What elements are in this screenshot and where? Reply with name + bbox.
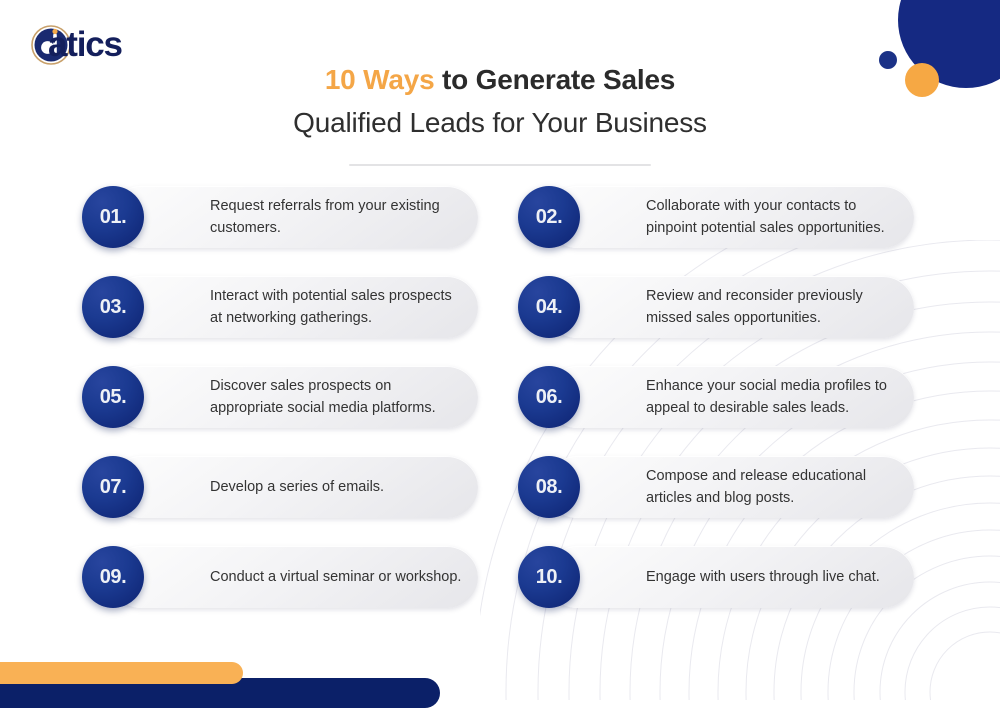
tip-number-badge: 05.	[82, 366, 144, 428]
tip-pill: Review and reconsider previously missed …	[546, 276, 914, 338]
tip-text: Request referrals from your existing cus…	[210, 197, 440, 236]
tip-number-badge: 01.	[82, 186, 144, 248]
decor-orange-circle	[905, 63, 939, 97]
tip-pill: Compose and release educational articles…	[546, 456, 914, 518]
list-item[interactable]: Conduct a virtual seminar or workshop. 0…	[82, 546, 478, 608]
page-title-accent: 10 Ways	[324, 64, 435, 95]
tip-pill: Discover sales prospects on appropriate …	[110, 366, 478, 428]
brand-logo[interactable]: atics	[30, 22, 123, 66]
tip-text: Review and reconsider previously missed …	[646, 287, 863, 326]
decor-navy-dot-small	[879, 51, 897, 69]
footer-bar-orange	[0, 662, 243, 684]
tip-number: 05.	[99, 385, 127, 408]
tip-number: 07.	[99, 475, 127, 498]
list-item[interactable]: Request referrals from your existing cus…	[82, 186, 478, 248]
tip-number: 10.	[535, 565, 563, 588]
tip-text: Interact with potential sales prospects …	[210, 287, 452, 326]
list-item[interactable]: Compose and release educational articles…	[518, 456, 914, 518]
tip-text: Discover sales prospects on appropriate …	[210, 377, 436, 416]
tip-pill: Request referrals from your existing cus…	[110, 186, 478, 248]
tip-number-badge: 10.	[518, 546, 580, 608]
tip-number: 06.	[535, 385, 563, 408]
tip-number: 03.	[99, 295, 127, 318]
tip-number-badge: 07.	[82, 456, 144, 518]
tip-number: 02.	[535, 205, 563, 228]
list-item[interactable]: Collaborate with your contacts to pinpoi…	[518, 186, 914, 248]
tip-pill: Develop a series of emails.	[110, 456, 478, 518]
tip-text: Engage with users through live chat.	[646, 568, 880, 585]
tip-text: Develop a series of emails.	[210, 478, 385, 495]
tip-number-badge: 06.	[518, 366, 580, 428]
list-item[interactable]: Enhance your social media profiles to ap…	[518, 366, 914, 428]
tip-pill: Interact with potential sales prospects …	[110, 276, 478, 338]
page-title-line1: 10 Ways to Generate Sales	[0, 62, 1000, 97]
tip-text: Enhance your social media profiles to ap…	[646, 377, 887, 416]
tip-pill: Collaborate with your contacts to pinpoi…	[546, 186, 914, 248]
tips-list: Request referrals from your existing cus…	[82, 186, 914, 608]
tip-text: Compose and release educational articles…	[646, 467, 867, 506]
title-divider	[349, 164, 651, 166]
tip-pill: Enhance your social media profiles to ap…	[546, 366, 914, 428]
page-title-line2: Qualified Leads for Your Business	[293, 107, 707, 138]
list-item[interactable]: Interact with potential sales prospects …	[82, 276, 478, 338]
tip-number: 01.	[99, 205, 127, 228]
tip-pill: Engage with users through live chat.	[546, 546, 914, 608]
tip-text: Collaborate with your contacts to pinpoi…	[646, 197, 885, 236]
page-title: 10 Ways to Generate Sales Qualified Lead…	[0, 62, 1000, 166]
list-item[interactable]: Engage with users through live chat. 10.	[518, 546, 914, 608]
tip-number-badge: 02.	[518, 186, 580, 248]
tip-number-badge: 03.	[82, 276, 144, 338]
tip-number-badge: 09.	[82, 546, 144, 608]
list-item[interactable]: Review and reconsider previously missed …	[518, 276, 914, 338]
tip-number: 09.	[99, 565, 127, 588]
tip-number: 08.	[535, 475, 563, 498]
tip-number: 04.	[535, 295, 563, 318]
tip-text: Conduct a virtual seminar or workshop.	[210, 568, 462, 585]
tip-number-badge: 08.	[518, 456, 580, 518]
list-item[interactable]: Discover sales prospects on appropriate …	[82, 366, 478, 428]
datics-monogram-icon	[31, 25, 71, 65]
brand-logo-text: atics	[48, 24, 123, 64]
list-item[interactable]: Develop a series of emails. 07.	[82, 456, 478, 518]
tip-pill: Conduct a virtual seminar or workshop.	[110, 546, 478, 608]
page-title-line1-rest: to Generate Sales	[434, 64, 676, 95]
tip-number-badge: 04.	[518, 276, 580, 338]
